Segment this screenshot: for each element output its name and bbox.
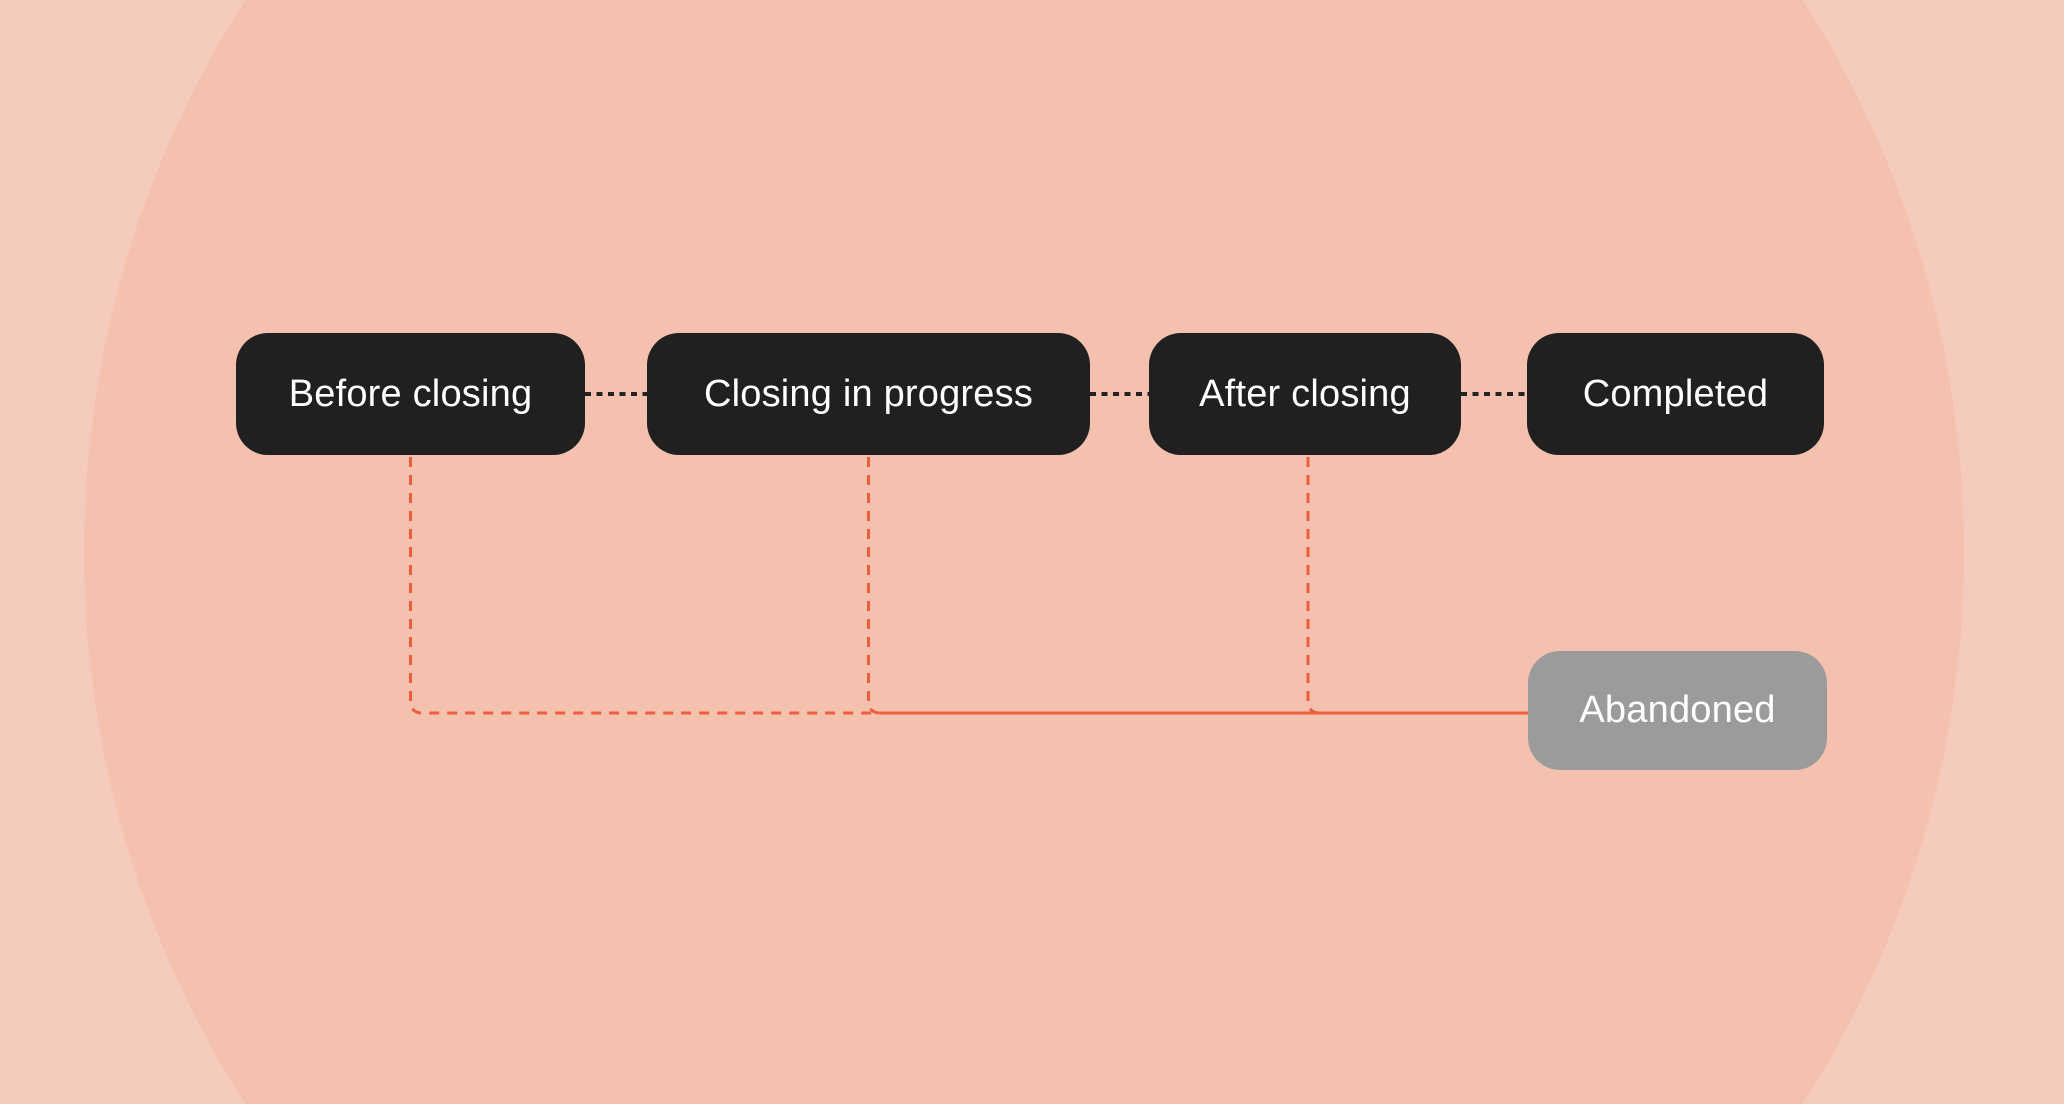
node-after-closing-label: After closing (1199, 372, 1411, 415)
node-before-closing-label: Before closing (288, 372, 533, 415)
node-before-closing[interactable]: Before closing (236, 333, 585, 455)
edge-progress-to-abandoned (867, 457, 1528, 715)
node-closing-in-progress[interactable]: Closing in progress (647, 333, 1090, 455)
background-ellipse (84, 0, 1964, 1104)
node-abandoned-label: Abandoned (1579, 689, 1776, 731)
node-closing-in-progress-label: Closing in progress (703, 372, 1034, 415)
node-after-closing[interactable]: After closing (1149, 333, 1461, 455)
edge-before-to-abandoned (409, 457, 1528, 715)
edge-after-to-abandoned (1306, 457, 1528, 715)
node-abandoned[interactable]: Abandoned (1528, 651, 1827, 770)
node-completed-label: Completed (1582, 372, 1769, 415)
node-completed[interactable]: Completed (1527, 333, 1824, 455)
